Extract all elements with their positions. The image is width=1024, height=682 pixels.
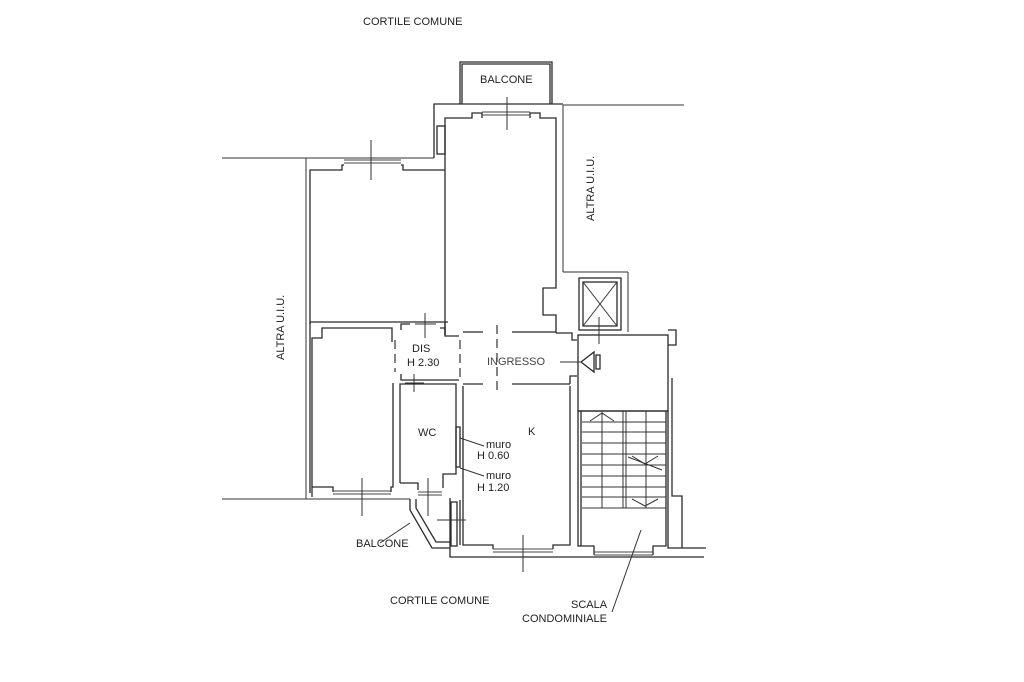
stair-label-line-2: CONDOMINIALE [522, 613, 607, 625]
stair-label-line-1: SCALA [571, 599, 608, 611]
stairwell [560, 329, 706, 613]
other-unit-right-label: ALTRA U.I.U. [585, 155, 597, 221]
balcony-top-label: BALCONE [480, 74, 533, 86]
courtyard-top-label: CORTILE COMUNE [363, 16, 463, 28]
entrance-label: INGRESSO [487, 356, 546, 368]
stair-direction-arrow-icon [589, 412, 663, 507]
kitchen-label: K [528, 426, 536, 438]
elevator [578, 277, 622, 344]
wall-note-1-title: muro [486, 439, 512, 451]
wall-note-2-title: muro [486, 470, 512, 482]
outer-walls [309, 97, 704, 572]
boundary-lines [222, 104, 684, 500]
courtyard-bottom-label: CORTILE COMUNE [390, 595, 490, 607]
hallway-label: DIS [412, 343, 431, 355]
wall-note-1-height: H 0.60 [477, 450, 510, 462]
hallway-height-label: H 2.30 [407, 357, 440, 369]
top-balcony [459, 61, 553, 104]
wall-note-2-height: H 1.20 [477, 482, 510, 494]
bathroom-label: WC [418, 427, 437, 439]
balcony-bottom-label: BALCONE [356, 538, 409, 550]
other-unit-left-label: ALTRA U.I.U. [275, 294, 287, 360]
stair-treads [582, 411, 666, 509]
